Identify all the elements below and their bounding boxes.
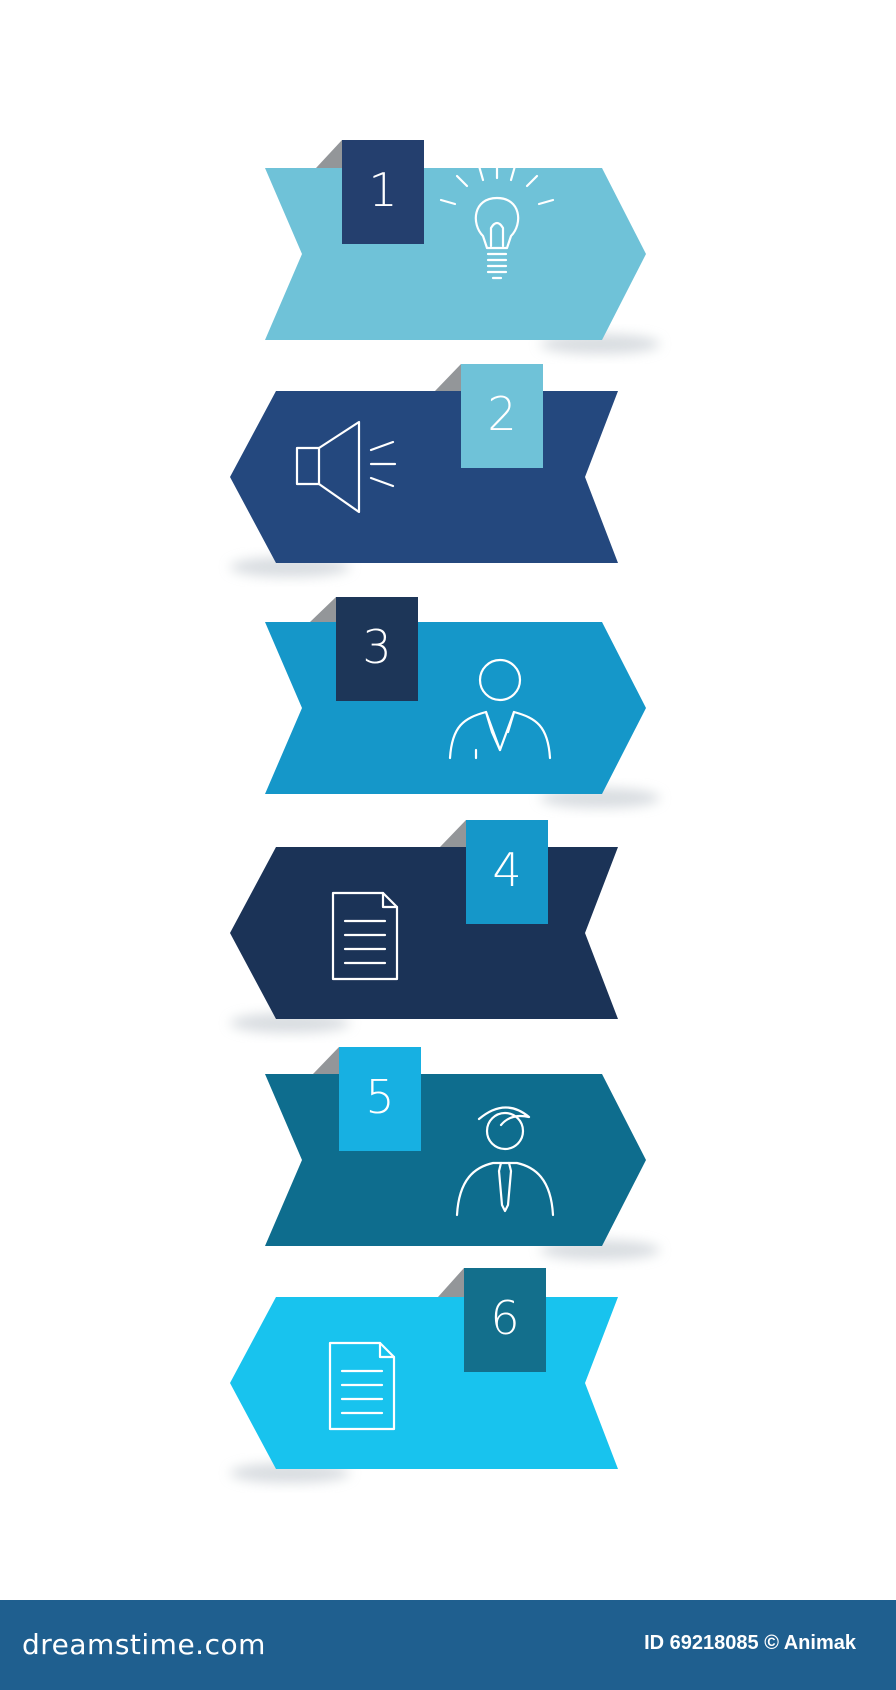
step-4-number: 4 (492, 843, 521, 897)
step-4-tab (466, 820, 548, 924)
step-3-tab (336, 597, 418, 701)
footer-bar: dreamstime.com ID 69218085 © Animak (0, 1600, 896, 1690)
step-2-number: 2 (487, 387, 516, 441)
document-icon (331, 891, 399, 981)
step-3-number: 3 (362, 620, 391, 674)
tab-fold (316, 140, 342, 168)
footer-credit: ID 69218085 © Animak (644, 1632, 856, 1654)
step-5-number: 5 (365, 1070, 394, 1124)
step-arrows-diagram: 1 2 3 4 5 6 (230, 140, 660, 1483)
step-5-tab (339, 1047, 421, 1151)
person-icon (455, 1106, 555, 1217)
step-3-group: 3 (265, 597, 660, 808)
step-2-arrow (230, 391, 618, 563)
step-6-arrow (230, 1297, 618, 1469)
footer-logo[interactable]: dreamstime.com (22, 1628, 266, 1661)
tab-fold (313, 1047, 339, 1074)
step-2-group: 2 (230, 364, 618, 577)
step-1-number: 1 (368, 163, 397, 217)
step-2-tab (461, 364, 543, 468)
step-1-group: 1 (265, 140, 660, 354)
lightbulb-icon (439, 162, 555, 280)
step-3-arrow (265, 622, 646, 794)
step-5-arrow (265, 1074, 646, 1246)
tab-fold (440, 820, 466, 847)
tab-fold (435, 364, 461, 391)
step-1-tab (342, 140, 424, 244)
businessman-icon (448, 658, 552, 760)
step-6-group: 6 (230, 1268, 618, 1483)
step-5-group: 5 (265, 1047, 660, 1260)
step-4-arrow (230, 847, 618, 1019)
tab-fold (438, 1268, 464, 1297)
tab-fold (310, 597, 336, 622)
step-6-number: 6 (490, 1291, 519, 1345)
megaphone-icon (295, 420, 397, 514)
document-icon (328, 1341, 396, 1431)
step-1-arrow (265, 168, 646, 340)
step-4-group: 4 (230, 820, 618, 1033)
infographic-stage: 1 2 3 4 5 6 (230, 140, 660, 1483)
step-6-tab (464, 1268, 546, 1372)
